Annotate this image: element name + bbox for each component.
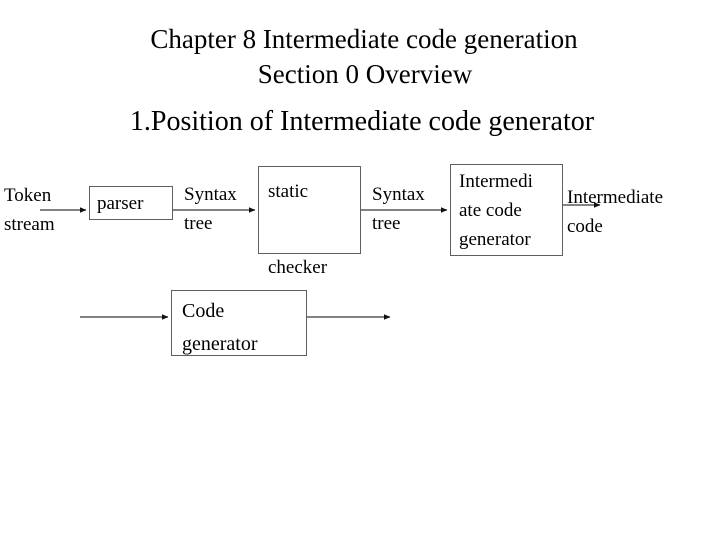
page-title-line-2: Section 0 Overview (257, 59, 473, 89)
diagram-label-token-stream: Token stream (4, 185, 55, 235)
diagram-label-syntax-tree-1: Syntax tree (184, 184, 237, 234)
page-subtitle: 1.Position of Intermediate code generato… (129, 106, 595, 137)
diagram-box-static-checker-label: static checker (268, 181, 328, 278)
page-title-line-1: Chapter 8 Intermediate code generation (150, 24, 578, 54)
diagram-box-static-checker: static checker (258, 166, 361, 278)
diagram-box-code-generator: Code generator (171, 290, 307, 356)
diagram-label-intermediate-code: Intermediate code (567, 187, 664, 237)
diagram-box-code-generator-label: Code generator (182, 300, 258, 355)
diagram-box-intermediate-code-generator-label: Intermedi ate code generator (459, 171, 533, 250)
diagram-box-intermediate-code-generator: Intermedi ate code generator (450, 164, 563, 256)
slide-title-block: Chapter 8 Intermediate code generation S… (0, 22, 720, 92)
diagram-label-syntax-tree-2: Syntax tree (372, 184, 425, 234)
diagram-box-parser: parser (89, 186, 173, 220)
diagram-box-parser-label: parser (97, 193, 144, 214)
